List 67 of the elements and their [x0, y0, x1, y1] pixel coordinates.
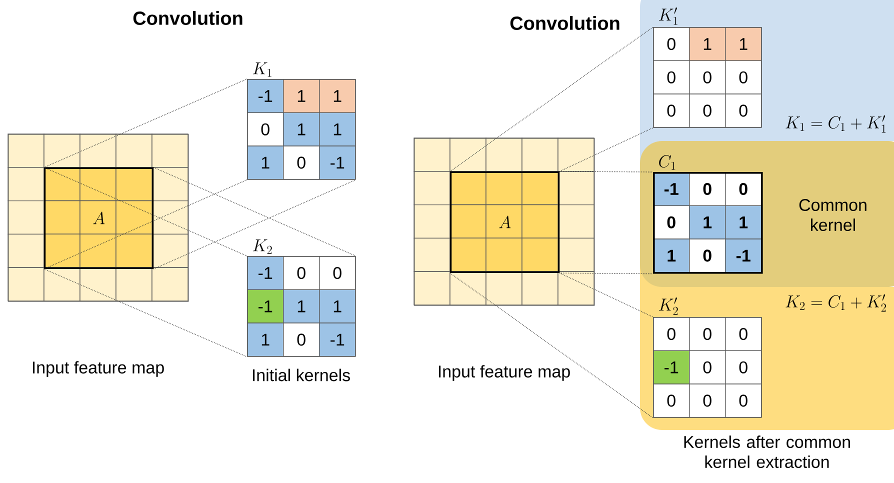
matrix-cell: 0 — [725, 94, 762, 128]
projection-line — [153, 179, 356, 270]
matrix-cell: 1 — [319, 112, 356, 146]
node-label: $K_1$ — [253, 62, 272, 77]
matrix-cell: 0 — [689, 238, 726, 273]
matrix-cell: 0 — [725, 172, 762, 206]
matrix-cell: 0 — [653, 317, 690, 352]
projection-line — [44, 167, 248, 256]
panel-title: Convolution — [133, 11, 242, 25]
node-label: Input feature map — [438, 365, 570, 381]
receptive-field: $A$ — [450, 171, 560, 273]
node-label: $K_2'$ — [659, 298, 678, 315]
matrix-cell: 0 — [653, 205, 690, 240]
matrix-cell: 1 — [283, 112, 320, 146]
matrix-cell: 0 — [319, 256, 356, 290]
caption: Kernels after common kernel extraction — [684, 436, 850, 468]
matrix-cell: 0 — [689, 60, 726, 94]
matrix-cell: 1 — [653, 238, 690, 273]
matrix-cell: 1 — [283, 289, 320, 324]
matrix-cell: 1 — [725, 205, 762, 240]
matrix-cell: 0 — [653, 27, 690, 62]
matrix-cell: 0 — [689, 172, 726, 206]
matrix-cell: 0 — [689, 94, 726, 128]
projection-line — [559, 272, 654, 318]
matrix-cell: 0 — [725, 317, 762, 352]
matrix-cell: 1 — [689, 27, 726, 62]
matrix-cell: 0 — [283, 256, 320, 290]
matrix-cell: 1 — [283, 79, 320, 114]
matrix-cell: 0 — [283, 322, 320, 357]
matrix-cell: 1 — [247, 146, 284, 180]
matrix-cell: 0 — [689, 317, 726, 352]
projection-line — [559, 171, 654, 172]
matrix-cell: 0 — [689, 384, 726, 418]
receptive-field: $A$ — [44, 167, 154, 269]
projection-line — [44, 268, 248, 358]
projection-line — [559, 127, 654, 172]
matrix-cell: 0 — [725, 350, 762, 384]
matrix-cell: -1 — [247, 79, 284, 114]
node-label: $K_2$ — [253, 239, 272, 254]
caption: Initial kernels — [252, 368, 350, 382]
panel-title: Convolution — [510, 16, 620, 30]
matrix-cell: -1 — [319, 322, 356, 357]
matrix-cell: 0 — [653, 60, 690, 94]
matrix-cell: 0 — [247, 112, 284, 146]
node-label: $K_1'$ — [659, 8, 678, 25]
matrix-cell: 0 — [725, 384, 762, 418]
matrix-cell: -1 — [725, 238, 762, 273]
matrix-cell: -1 — [247, 289, 284, 324]
projection-line — [44, 78, 248, 168]
kernel-caption: Common kernel — [799, 198, 866, 232]
matrix-cell: 0 — [653, 384, 690, 418]
projection-line — [559, 272, 654, 274]
matrix-cell: 0 — [653, 94, 690, 128]
matrix-cell: 0 — [283, 146, 320, 180]
node-label: $C_1$ — [659, 155, 676, 170]
matrix-cell: -1 — [653, 350, 690, 384]
matrix-cell: 0 — [689, 350, 726, 384]
matrix-cell: 1 — [319, 289, 356, 324]
matrix-cell: 1 — [725, 27, 762, 62]
matrix-cell: 1 — [689, 205, 726, 240]
matrix-cell: 1 — [247, 322, 284, 357]
node-label: Input feature map — [32, 361, 164, 377]
matrix-cell: 1 — [319, 79, 356, 114]
projection-line — [44, 179, 248, 270]
matrix-cell: -1 — [247, 256, 284, 290]
matrix-cell: -1 — [319, 146, 356, 180]
matrix-cell: 0 — [725, 60, 762, 94]
